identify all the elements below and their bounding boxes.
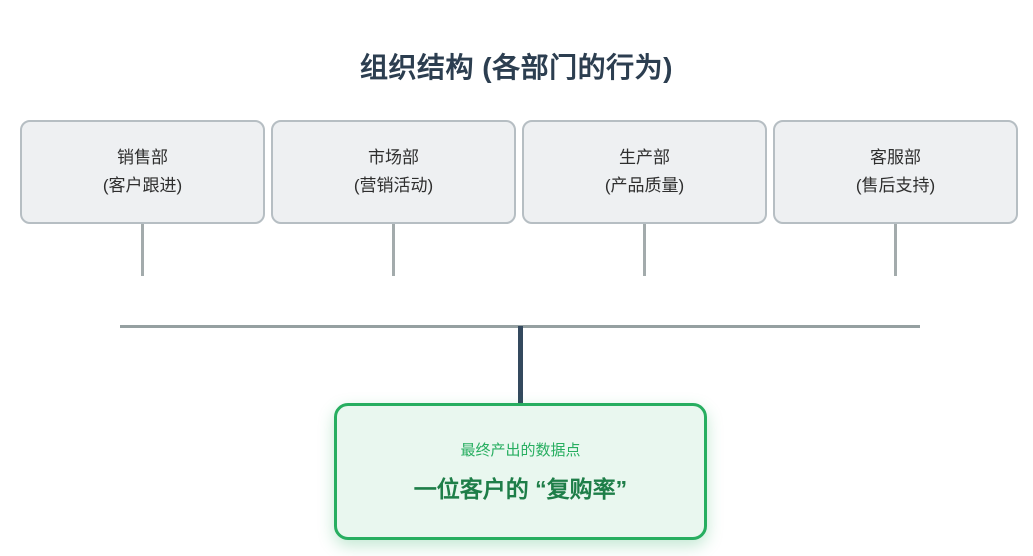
diagram-title: 组织结构 (各部门的行为) (360, 52, 673, 83)
department-name: 客服部 (870, 148, 921, 167)
output-label: 一位客户的 “复购率” (413, 476, 628, 502)
connector-line-marketing (392, 224, 395, 276)
connector-stub-cell (20, 224, 265, 276)
connector-stub-row (20, 224, 1018, 276)
trunk-connector-line (518, 326, 523, 404)
department-box-sales: 销售部 (客户跟进) (20, 120, 265, 224)
department-behavior: (营销活动) (353, 176, 434, 195)
department-behavior: (产品质量) (604, 176, 685, 195)
connector-line-customer-service (894, 224, 897, 276)
connector-line-production (643, 224, 646, 276)
department-box-customer-service: 客服部 (售后支持) (773, 120, 1018, 224)
connector-stub-cell (773, 224, 1018, 276)
connector-stub-cell (271, 224, 516, 276)
department-name: 生产部 (619, 148, 670, 167)
department-box-marketing: 市场部 (营销活动) (271, 120, 516, 224)
department-box-production: 生产部 (产品质量) (522, 120, 767, 224)
output-caption: 最终产出的数据点 (460, 442, 581, 459)
department-name: 销售部 (117, 148, 168, 167)
department-behavior: (售后支持) (855, 176, 936, 195)
department-behavior: (客户跟进) (102, 176, 183, 195)
connector-stub-cell (522, 224, 767, 276)
department-row: 销售部 (客户跟进) 市场部 (营销活动) 生产部 (产品质量) 客服部 (售后… (20, 120, 1018, 224)
output-node: 最终产出的数据点 一位客户的 “复购率” (334, 403, 707, 540)
department-name: 市场部 (368, 148, 419, 167)
connector-line-sales (141, 224, 144, 276)
